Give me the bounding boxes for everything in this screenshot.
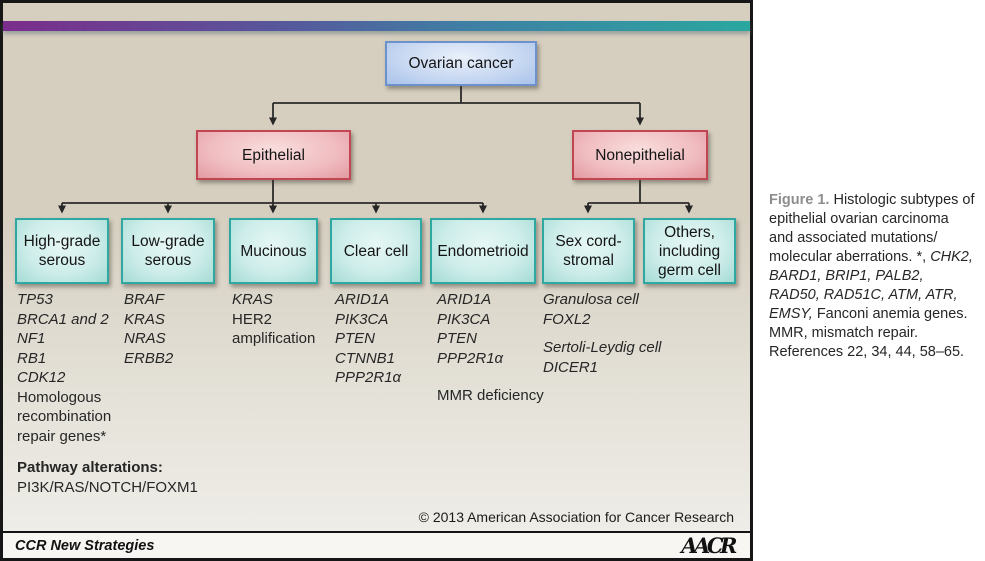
node-mucinous: Mucinous	[229, 218, 318, 284]
node-sex-cord-stromal: Sex cord- stromal	[542, 218, 635, 284]
caption-line: epithelial ovarian carcinoma	[769, 211, 949, 227]
tree-connectors	[58, 86, 693, 214]
caption-line: RAD50, RAD51C, ATM, ATR,	[769, 287, 958, 303]
root-connector	[273, 86, 640, 104]
figure-caption: Figure 1. Histologic subtypes of epithel…	[769, 191, 981, 362]
footer-bar: CCR New Strategies AACR	[3, 531, 750, 558]
aacr-logo-icon: AACR	[681, 533, 737, 558]
node-ovarian-cancer: Ovarian cancer	[385, 41, 537, 86]
caption-line: molecular aberrations. *, CHK2,	[769, 249, 973, 265]
node-clear-cell: Clear cell	[330, 218, 422, 284]
caption-line: BARD1, BRIP1, PALB2,	[769, 268, 924, 284]
caption-line: EMSY, Fanconi anemia genes.	[769, 306, 968, 322]
figure-frame: Ovarian cancer Epithelial Nonepithelial …	[0, 0, 753, 561]
node-epithelial: Epithelial	[196, 130, 351, 180]
pathway-alterations-title: Pathway alterations:	[17, 459, 163, 476]
node-low-grade-serous: Low-grade serous	[121, 218, 215, 284]
node-high-grade-serous: High-grade serous	[15, 218, 109, 284]
pathway-alterations-value: PI3K/RAS/NOTCH/FOXM1	[17, 479, 198, 496]
nonepithelial-connector	[588, 180, 689, 204]
caption-line: MMR, mismatch repair.	[769, 325, 919, 341]
caption-line: Figure 1. Histologic subtypes of	[769, 192, 975, 208]
accent-gradient-bar	[3, 21, 750, 31]
caption-line: and associated mutations/	[769, 230, 938, 246]
mmr-deficiency-note: MMR deficiency	[437, 387, 544, 404]
node-nonepithelial: Nonepithelial	[572, 130, 708, 180]
journal-name: CCR New Strategies	[15, 537, 155, 554]
node-endometrioid: Endometrioid	[430, 218, 536, 284]
caption-line: References 22, 34, 44, 58–65.	[769, 344, 965, 360]
copyright-line: © 2013 American Association for Cancer R…	[418, 509, 734, 525]
node-others-germ-cell: Others, including germ cell	[643, 218, 736, 284]
epithelial-connector	[62, 180, 483, 204]
pathway-alterations-block: Pathway alterations: PI3K/RAS/NOTCH/FOXM…	[17, 458, 198, 498]
